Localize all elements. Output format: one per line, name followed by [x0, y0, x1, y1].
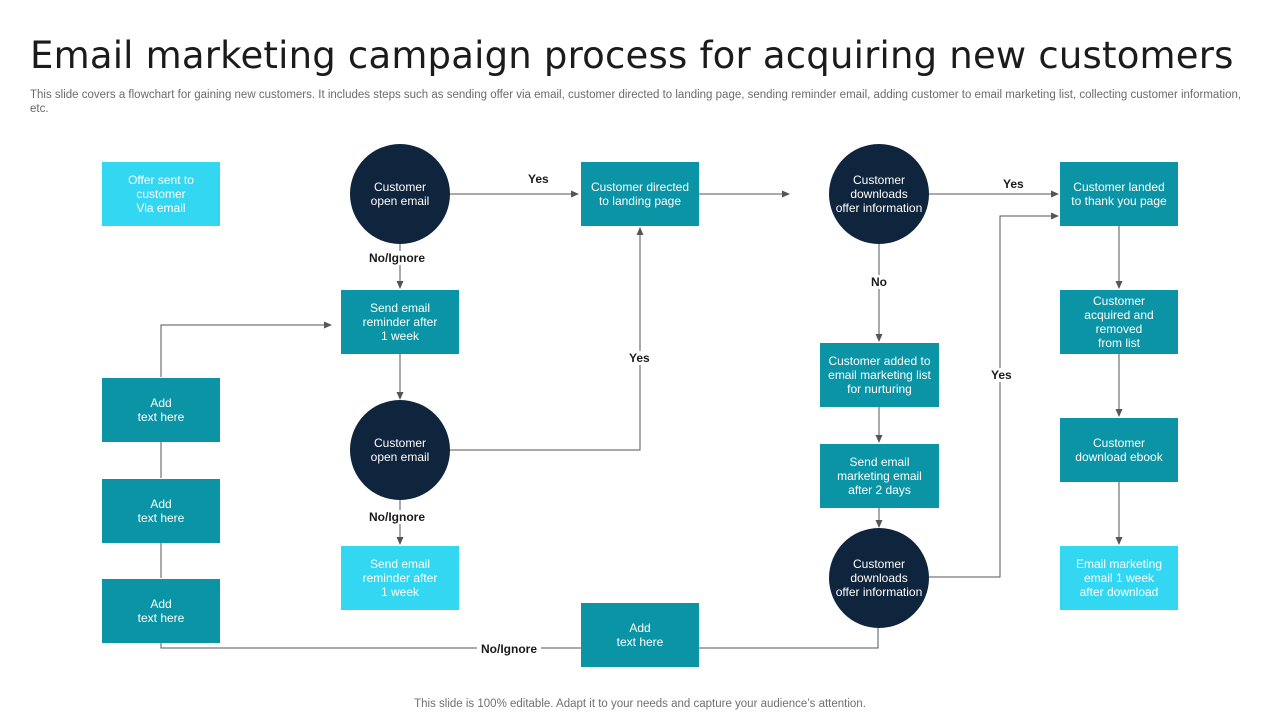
edge-label-yes: Yes: [627, 351, 652, 365]
node-downloads-offer-info-2: Customer downloads offer information: [829, 528, 929, 628]
node-add-text-1: Add text here: [102, 378, 220, 442]
node-send-reminder-2: Send email reminder after 1 week: [341, 546, 459, 610]
edge-label-no-ignore: No/Ignore: [367, 251, 427, 265]
node-acquired-removed: Customer acquired and removed from list: [1060, 290, 1178, 354]
node-customer-open-email-1: Customer open email: [350, 144, 450, 244]
connector-left-branch-to-reminder: [160, 321, 332, 377]
edge-label-yes: Yes: [528, 172, 549, 186]
node-download-ebook: Customer download ebook: [1060, 418, 1178, 482]
node-add-text-4: Add text here: [581, 603, 699, 667]
edge-label-no: No: [869, 275, 889, 289]
node-added-to-list: Customer added to email marketing list f…: [820, 343, 939, 407]
edge-label-no-ignore: No/Ignore: [367, 510, 427, 524]
edge-label-no-ignore: No/Ignore: [477, 642, 541, 656]
node-send-marketing-email: Send email marketing email after 2 days: [820, 444, 939, 508]
node-customer-open-email-2: Customer open email: [350, 400, 450, 500]
page-title: Email marketing campaign process for acq…: [30, 34, 1234, 77]
connector-open-email-2-to-landing: [450, 227, 644, 451]
page-subtitle: This slide covers a flowchart for gainin…: [30, 89, 1242, 115]
node-offer-sent: Offer sent to customer Via email: [102, 162, 220, 226]
edge-label-yes: Yes: [989, 368, 1014, 382]
node-send-reminder-1: Send email reminder after 1 week: [341, 290, 459, 354]
node-landing-page: Customer directed to landing page: [581, 162, 699, 226]
node-thank-you-page: Customer landed to thank you page: [1060, 162, 1178, 226]
connector-downloads-2-to-thank-you: [929, 212, 1059, 578]
node-downloads-offer-info-1: Customer downloads offer information: [829, 144, 929, 244]
node-add-text-3: Add text here: [102, 579, 220, 643]
edge-label-yes: Yes: [1003, 177, 1024, 191]
node-email-after-download: Email marketing email 1 week after downl…: [1060, 546, 1178, 610]
node-add-text-2: Add text here: [102, 479, 220, 543]
page-footer: This slide is 100% editable. Adapt it to…: [414, 698, 866, 710]
